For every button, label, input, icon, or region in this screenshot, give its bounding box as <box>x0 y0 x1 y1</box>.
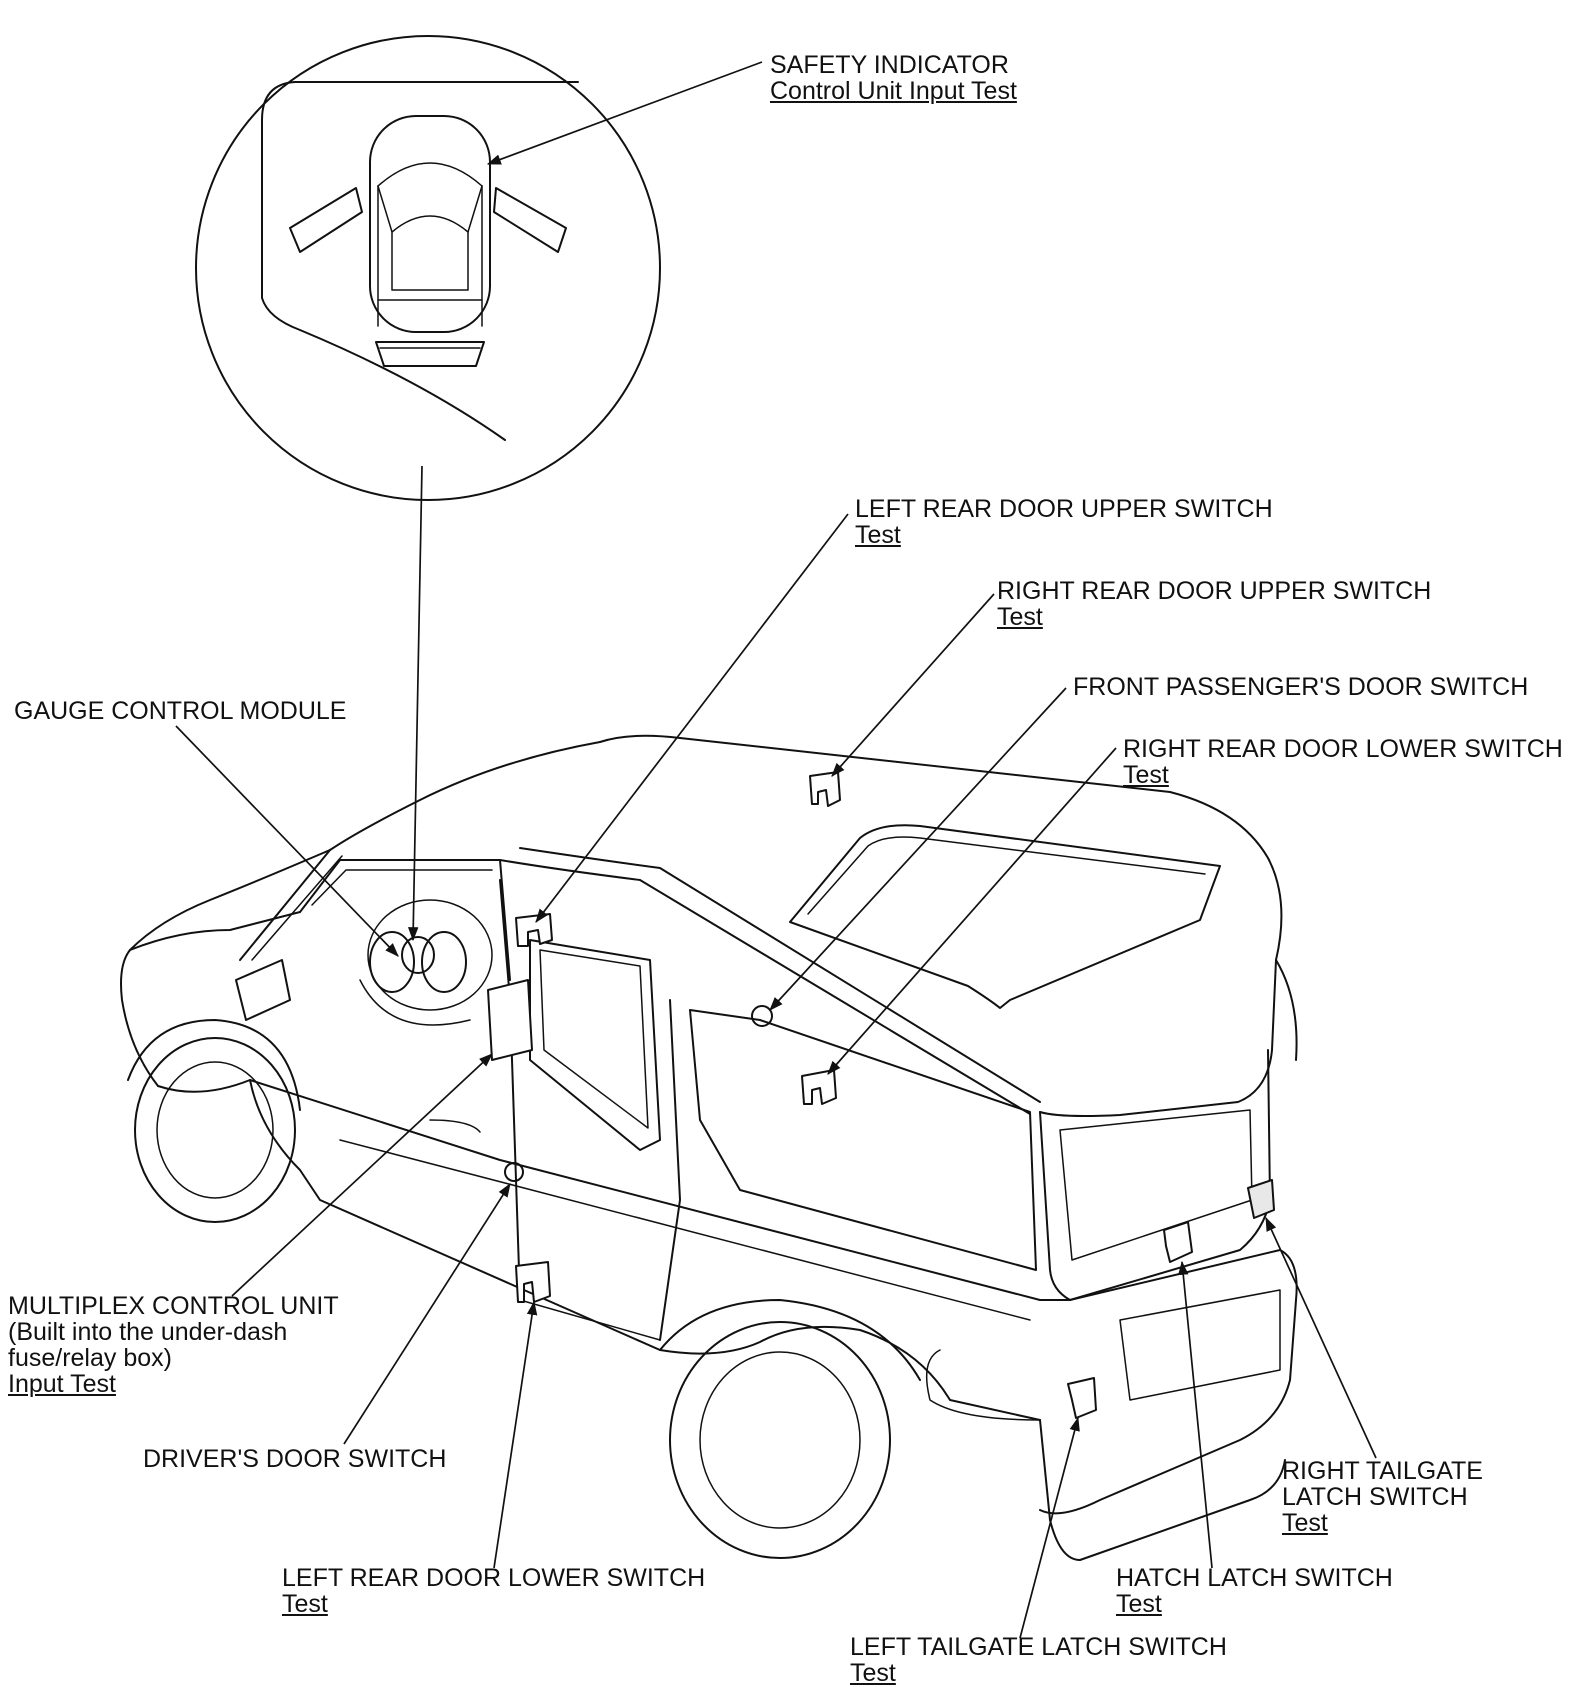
right-tailgate-latch-switch-title-2: LATCH SWITCH <box>1282 1483 1468 1511</box>
control-unit-input-test-link[interactable]: Control Unit Input Test <box>770 77 1017 105</box>
right-tailgate-latch-switch-test-link[interactable]: Test <box>1282 1509 1328 1537</box>
safety-indicator-label: SAFETY INDICATOR Control Unit Input Test <box>770 52 1017 104</box>
safety-indicator-detail <box>195 35 661 501</box>
left-tailgate-latch-switch-label: LEFT TAILGATE LATCH SWITCH Test <box>850 1634 1227 1686</box>
gauge-control-module-label: GAUGE CONTROL MODULE <box>14 698 346 724</box>
front-passengers-door-switch-title: FRONT PASSENGER'S DOOR SWITCH <box>1073 673 1529 701</box>
left-rear-door-upper-switch-label: LEFT REAR DOOR UPPER SWITCH Test <box>855 496 1273 548</box>
leader-lines <box>175 61 1377 1639</box>
left-rear-door-lower-switch-label: LEFT REAR DOOR LOWER SWITCH Test <box>282 1565 705 1617</box>
left-rear-door-lower-switch-title: LEFT REAR DOOR LOWER SWITCH <box>282 1564 706 1592</box>
left-rear-door-upper-switch-title: LEFT REAR DOOR UPPER SWITCH <box>855 495 1273 523</box>
left-tailgate-latch-switch-title: LEFT TAILGATE LATCH SWITCH <box>850 1633 1227 1661</box>
drivers-door-switch-title: DRIVER'S DOOR SWITCH <box>143 1445 447 1473</box>
hatch-latch-switch-test-link[interactable]: Test <box>1116 1590 1162 1618</box>
left-tailgate-latch-switch-test-link[interactable]: Test <box>850 1659 896 1687</box>
left-rear-door-lower-switch-test-link[interactable]: Test <box>282 1590 328 1618</box>
right-rear-door-upper-switch-test-link[interactable]: Test <box>997 603 1043 631</box>
gauge-control-module-title: GAUGE CONTROL MODULE <box>14 697 347 725</box>
right-rear-door-lower-switch-label: RIGHT REAR DOOR LOWER SWITCH Test <box>1123 736 1563 788</box>
front-passengers-door-switch-label: FRONT PASSENGER'S DOOR SWITCH <box>1073 674 1528 700</box>
hatch-latch-switch-label: HATCH LATCH SWITCH Test <box>1116 1565 1393 1617</box>
switch-parts <box>487 771 1275 1419</box>
right-rear-door-upper-switch-title: RIGHT REAR DOOR UPPER SWITCH <box>997 577 1432 605</box>
right-rear-door-lower-switch-test-link[interactable]: Test <box>1123 761 1169 789</box>
right-rear-door-lower-switch-title: RIGHT REAR DOOR LOWER SWITCH <box>1123 735 1563 763</box>
drivers-door-switch-label: DRIVER'S DOOR SWITCH <box>143 1446 446 1472</box>
multiplex-control-unit-note-1: (Built into the under-dash <box>8 1318 288 1346</box>
hatch-latch-switch-title: HATCH LATCH SWITCH <box>1116 1564 1393 1592</box>
left-rear-door-upper-switch-test-link[interactable]: Test <box>855 521 901 549</box>
right-tailgate-latch-switch-label: RIGHT TAILGATE LATCH SWITCH Test <box>1282 1458 1483 1536</box>
right-tailgate-latch-switch-title-1: RIGHT TAILGATE <box>1282 1457 1483 1485</box>
multiplex-control-unit-title: MULTIPLEX CONTROL UNIT <box>8 1292 339 1320</box>
multiplex-input-test-link[interactable]: Input Test <box>8 1370 116 1398</box>
safety-indicator-title: SAFETY INDICATOR <box>770 51 1009 79</box>
multiplex-control-unit-label: MULTIPLEX CONTROL UNIT (Built into the u… <box>8 1293 339 1397</box>
vehicle-body <box>120 734 1298 1561</box>
right-rear-door-upper-switch-label: RIGHT REAR DOOR UPPER SWITCH Test <box>997 578 1431 630</box>
multiplex-control-unit-note-2: fuse/relay box) <box>8 1344 172 1372</box>
